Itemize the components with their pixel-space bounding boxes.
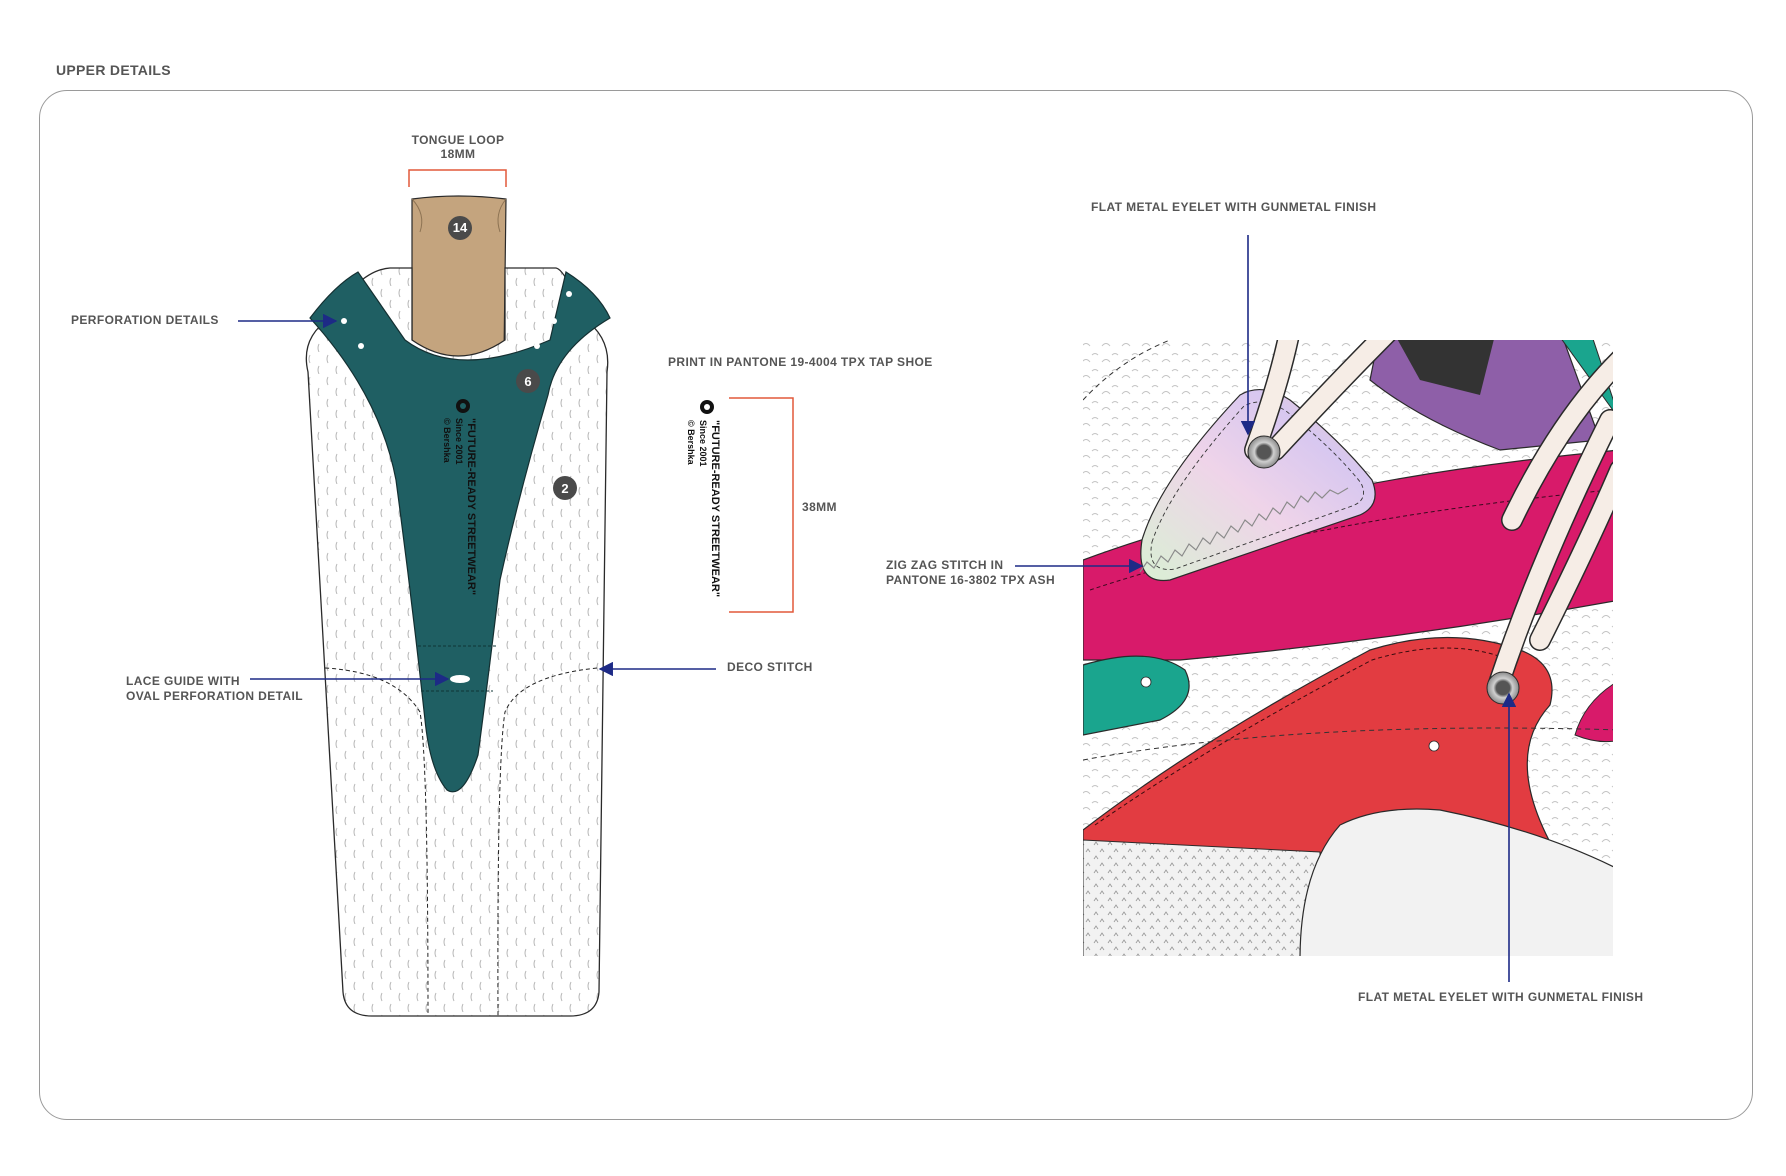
- deco-stitch: [324, 667, 598, 1017]
- eyelet-detail-closeup: [1083, 340, 1613, 956]
- tongue-loop-title: TONGUE LOOP: [412, 133, 505, 147]
- perforation-hole: [534, 343, 540, 349]
- print-slogan: "FUTURE-READY STREETWEAR": [709, 420, 721, 597]
- tongue-print: "FUTURE-READY STREETWEAR" Since 2001 © B…: [442, 418, 477, 595]
- lace-guide-label-1: LACE GUIDE WITH: [126, 674, 240, 688]
- eyelet-bottom-label: FLAT METAL EYELET WITH GUNMETAL FINISH: [1358, 990, 1643, 1004]
- zigzag-stitch: [1139, 487, 1349, 573]
- badge-14: 14: [448, 216, 472, 240]
- details-panel: [39, 90, 1753, 1120]
- ring-logo-icon: [700, 400, 714, 414]
- teal-overlay: [309, 271, 611, 793]
- print-brand: © Bershka: [686, 420, 696, 466]
- print-pantone-label: PRINT IN PANTONE 19-4004 TPX TAP SHOE: [668, 355, 933, 369]
- zigzag-label-1: ZIG ZAG STITCH IN: [886, 558, 1003, 572]
- tongue-loop-dimension: [408, 169, 507, 187]
- print-size-label: 38MM: [802, 500, 837, 514]
- tongue-drawing: "FUTURE-READY STREETWEAR" Since 2001 © B…: [305, 169, 611, 1017]
- print-artwork: "FUTURE-READY STREETWEAR" Since 2001 © B…: [686, 420, 721, 597]
- print-slogan: "FUTURE-READY STREETWEAR": [465, 418, 477, 595]
- tongue-loop-size: 18MM: [441, 147, 476, 161]
- lace-guide-label-2: OVAL PERFORATION DETAIL: [126, 689, 303, 703]
- lace-guide-oval: [450, 675, 470, 683]
- ring-logo-icon: [456, 399, 470, 413]
- eyelet-top-label: FLAT METAL EYELET WITH GUNMETAL FINISH: [1091, 200, 1376, 214]
- badge-2: 2: [553, 476, 577, 500]
- section-title: UPPER DETAILS: [56, 62, 171, 78]
- perforation-hole: [358, 343, 364, 349]
- print-dimension: [729, 397, 794, 613]
- svg-text:2: 2: [561, 481, 568, 496]
- print-since: Since 2001: [454, 418, 464, 465]
- perforation-hole: [566, 291, 572, 297]
- perforation-label: PERFORATION DETAILS: [71, 313, 219, 327]
- perforation-hole: [551, 318, 557, 324]
- perforation-hole: [341, 318, 347, 324]
- zigzag-label-2: PANTONE 16-3802 TPX ASH: [886, 573, 1055, 587]
- print-brand: © Bershka: [442, 418, 452, 464]
- svg-text:6: 6: [524, 374, 531, 389]
- svg-text:14: 14: [453, 220, 468, 235]
- badge-6: 6: [516, 369, 540, 393]
- deco-stitch-label: DECO STITCH: [727, 660, 813, 674]
- print-since: Since 2001: [698, 420, 708, 467]
